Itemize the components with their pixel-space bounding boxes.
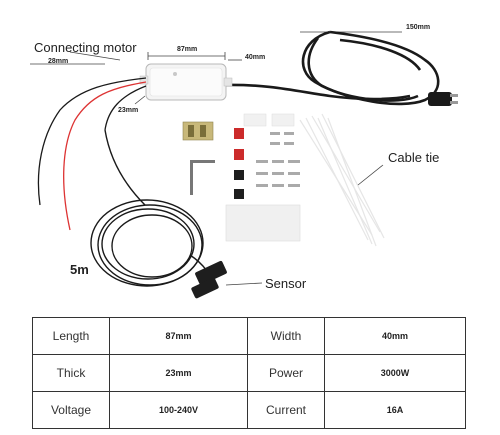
sensor-magnets	[191, 260, 227, 299]
spec-key: Thick	[32, 354, 110, 392]
cable-ties	[299, 113, 385, 247]
motor-wires	[37, 77, 147, 231]
table-row: Length 87mm Width 40mm	[32, 317, 466, 355]
spec-value: 16A	[324, 391, 466, 429]
sensor-cable	[90, 129, 216, 287]
product-parts-drawing	[30, 30, 458, 299]
power-cord	[224, 30, 440, 106]
spec-value: 40mm	[324, 317, 466, 355]
label-dim-28: 28mm	[48, 58, 69, 65]
spec-key: Width	[247, 317, 325, 355]
spec-key: Length	[32, 317, 110, 355]
table-row: Thick 23mm Power 3000W	[32, 354, 466, 392]
label-dim-23: 23mm	[118, 107, 139, 114]
label-sensor: Sensor	[265, 276, 307, 291]
spec-value: 3000W	[324, 354, 466, 392]
controller-box	[139, 63, 233, 101]
leader-lines	[69, 51, 384, 286]
power-plug	[428, 92, 458, 106]
label-connecting-motor: Connecting motor	[34, 40, 137, 55]
label-dim-40: 40mm	[245, 54, 266, 61]
product-illustration: Connecting motor 28mm 87mm 40mm 150mm 23…	[30, 24, 458, 299]
table-row: Voltage 100-240V Current 16A	[32, 391, 466, 429]
label-length-5m: 5m	[70, 262, 89, 277]
spec-key: Current	[247, 391, 325, 429]
dimension-lines	[30, 31, 402, 105]
spec-key: Power	[247, 354, 325, 392]
spec-value: 87mm	[109, 317, 248, 355]
label-dim-87: 87mm	[177, 46, 198, 53]
spec-table: Length 87mm Width 40mm Thick 23mm Power …	[32, 317, 466, 429]
accessory-parts	[182, 113, 301, 242]
spec-value: 100-240V	[109, 391, 248, 429]
spec-value: 23mm	[109, 354, 248, 392]
label-cable-tie: Cable tie	[388, 150, 440, 165]
spec-key: Voltage	[32, 391, 110, 429]
label-dim-150: 150mm	[406, 24, 431, 31]
